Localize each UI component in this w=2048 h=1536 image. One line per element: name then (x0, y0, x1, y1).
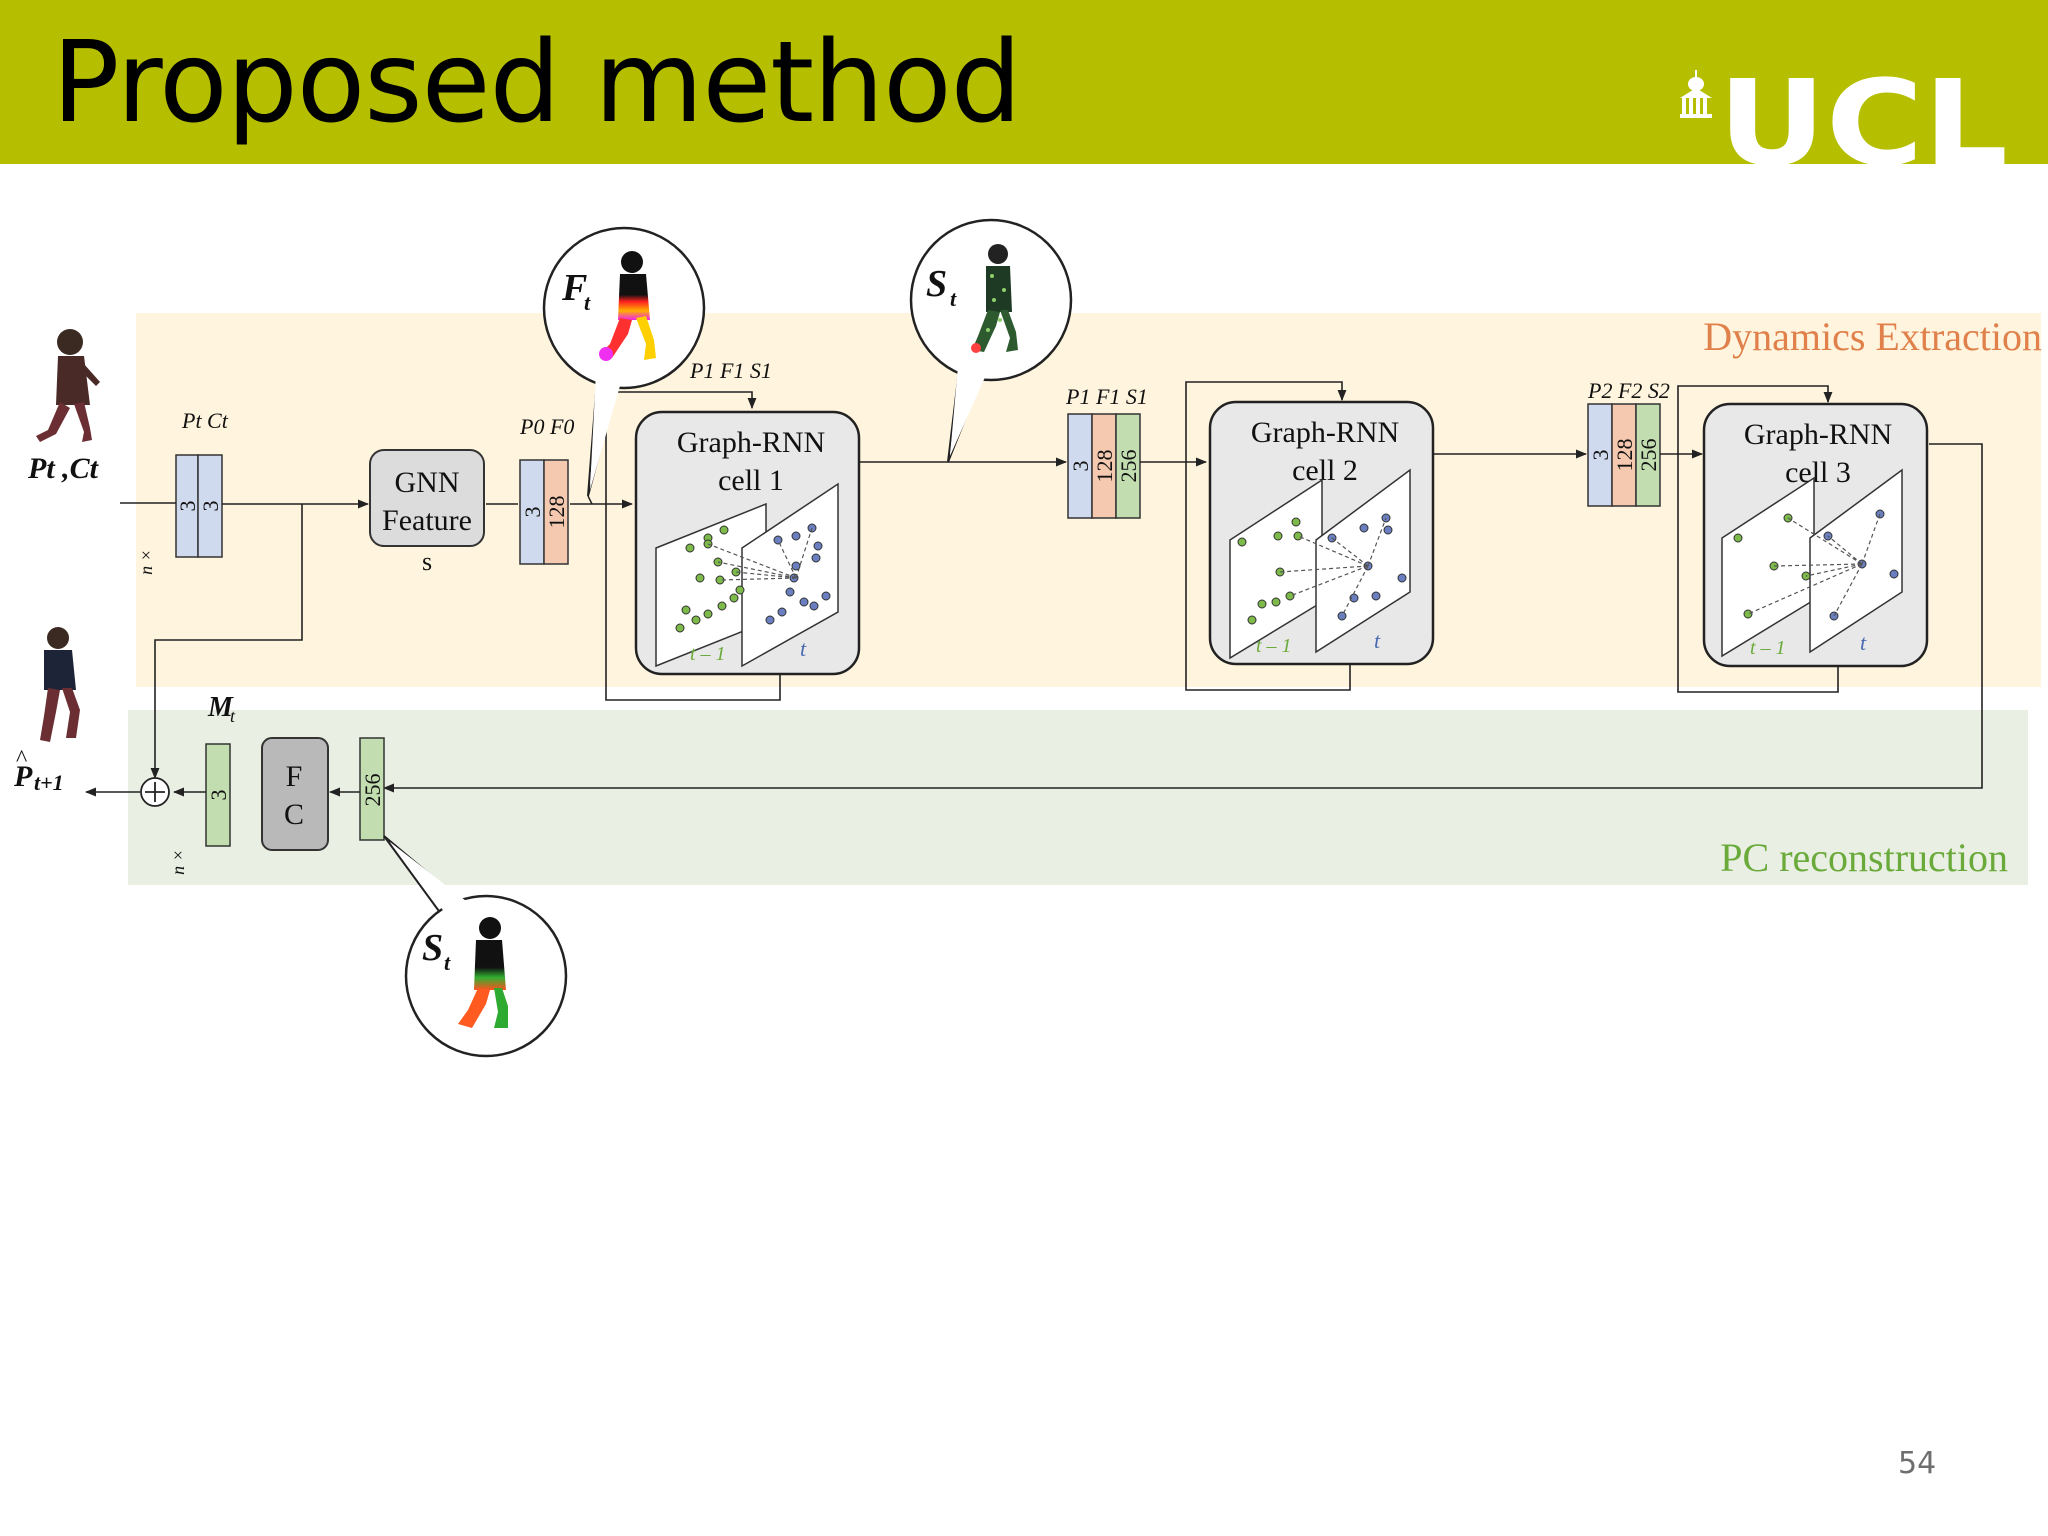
gnn-line-3: s (422, 547, 432, 576)
cell2-line-2: cell 2 (1292, 454, 1358, 487)
cell1-frame-prev-label: t – 1 (690, 643, 726, 665)
output-hat: ^ (16, 746, 27, 772)
motion-block (205, 743, 231, 847)
layer1-state-block (1115, 413, 1141, 519)
portico-icon (1680, 70, 1712, 118)
layer1-position-block (1067, 413, 1093, 519)
cell3-line-2: cell 3 (1785, 456, 1851, 489)
cell2-green-points (1237, 517, 1303, 625)
layer1-dim-2: 128 (1092, 450, 1117, 483)
input-dim-2: 3 (198, 501, 223, 512)
output-bubble-sub: t (444, 950, 451, 975)
layer1-feature-block (1091, 413, 1117, 519)
point-cloud-human-icon (971, 244, 1018, 353)
input-dim-1: 3 (175, 501, 200, 512)
colored-human-figure-icon (458, 917, 508, 1028)
cell2-line-1: Graph-RNN (1251, 416, 1399, 449)
layer0-feature-block (543, 459, 569, 565)
cell1-green-points (675, 525, 745, 633)
layer2-dim-3: 256 (1636, 439, 1661, 472)
cell2-frame-cur-label: t (1374, 628, 1381, 653)
layer2-header: P2 F2 S2 (1587, 378, 1670, 403)
ucl-logo: UCL (1680, 64, 2008, 164)
logo-text: UCL (1718, 64, 2008, 164)
cell3-frame-prev-label: t – 1 (1750, 637, 1786, 659)
layer2-dim-2: 128 (1612, 439, 1637, 472)
feature-bubble: F t (542, 226, 706, 497)
input-multiplicity: n × (136, 549, 156, 575)
cell2-frame-prev-label: t – 1 (1256, 635, 1292, 657)
layer1-dim-3: 256 (1116, 450, 1141, 483)
dynamics-extraction-label: Dynamics Extraction (1703, 314, 2042, 359)
layer0-dim-2: 128 (544, 496, 569, 529)
gnn-line-2: Feature (382, 504, 472, 537)
sum-node-icon (140, 777, 170, 807)
feature-pointer (587, 495, 593, 505)
fc-block (261, 737, 329, 851)
input-block-color (197, 454, 223, 558)
cell3-edges (1747, 513, 1881, 617)
cell3-line-1: Graph-RNN (1744, 418, 1892, 451)
fc-line-1: F (286, 760, 303, 793)
state-dim: 256 (360, 774, 385, 807)
cell3-frame-cur-label: t (1860, 630, 1867, 655)
motion-dim: 3 (206, 790, 231, 801)
layer0-header: P0 F0 (519, 414, 574, 439)
input-human-figure-icon (36, 329, 100, 442)
output-human-figure-icon (40, 627, 80, 742)
layer1-header: P1 F1 S1 (1065, 384, 1148, 409)
state-bubble: S t (909, 218, 1073, 463)
cell1-edges (707, 527, 813, 581)
output-state-bubble: S t (383, 835, 568, 1058)
cell1-state-header: P1 F1 S1 (689, 358, 772, 383)
feature-bubble-symbol: F (561, 267, 587, 309)
mt-subscript: t (230, 706, 236, 726)
layer2-position-block (1587, 403, 1613, 507)
output-multiplicity: n × (168, 849, 188, 875)
cell2-edges (1279, 517, 1387, 617)
output-subscript: t+1 (34, 770, 64, 795)
gnn-feature-block (369, 449, 485, 547)
state-bubble-symbol: S (926, 263, 947, 305)
gnn-line-1: GNN (395, 466, 460, 499)
cell1-line-1: Graph-RNN (677, 426, 825, 459)
colored-human-figure-icon (599, 251, 656, 361)
layer2-state-block (1635, 403, 1661, 507)
layer2-dim-1: 3 (1588, 450, 1613, 461)
state-block (359, 737, 385, 841)
output-label: P (13, 760, 33, 793)
cell1-frame-cur-label: t (800, 636, 807, 661)
layer0-dim-1: 3 (520, 507, 545, 518)
state-bubble-sub: t (950, 286, 957, 311)
cell1-line-2: cell 1 (718, 464, 784, 497)
layer1-dim-1: 3 (1068, 461, 1093, 472)
input-block-header: Pt Ct (181, 408, 229, 433)
input-label: Pt ,Ct (27, 452, 100, 485)
slide-title: Proposed method (52, 18, 1022, 148)
page-number: 54 (1898, 1446, 1937, 1481)
pc-reconstruction-region (128, 710, 2028, 885)
feature-bubble-sub: t (584, 290, 591, 315)
flow-connectors (84, 381, 1983, 797)
pc-reconstruction-label: PC reconstruction (1720, 835, 2008, 880)
layer0-position-block (519, 459, 545, 565)
slide-header (0, 0, 2048, 164)
cell1-blue-points (765, 523, 831, 625)
mt-label: M (207, 692, 234, 723)
fc-line-2: C (284, 798, 304, 831)
output-bubble-symbol: S (422, 927, 443, 969)
